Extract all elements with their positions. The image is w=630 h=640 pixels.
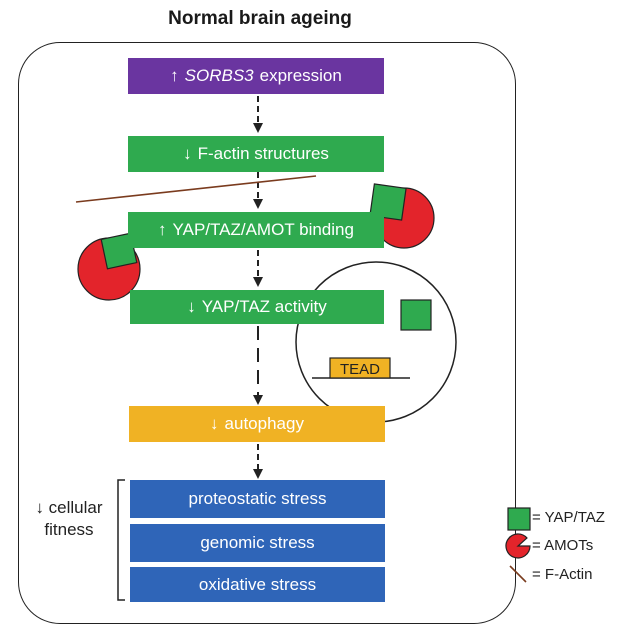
cellular-fitness-bracket: [117, 479, 125, 601]
cellular-fitness-line1: ↓ cellular: [35, 498, 103, 517]
nucleus-circle: [295, 261, 457, 423]
genomic-stress-box: genomic stress: [130, 524, 385, 562]
autophagy-box: ↓ autophagy: [129, 406, 385, 442]
factin-structures-box: ↓ F-actin structures: [128, 136, 384, 172]
legend-yaptaz-label: = YAP/TAZ: [532, 509, 605, 526]
down-arrow-icon: ↓: [183, 144, 192, 163]
legend-factin-label: = F-Actin: [532, 566, 593, 583]
sorbs3-expression-text: expression: [259, 66, 342, 85]
factin-structures-text: F-actin structures: [197, 144, 329, 163]
legend-factin-icon: [509, 565, 527, 583]
cellular-fitness-label: ↓ cellular fitness: [24, 497, 114, 541]
factin-filament: [75, 175, 317, 203]
up-arrow-icon: ↑: [158, 220, 167, 239]
cellular-fitness-line2: fitness: [44, 520, 94, 539]
down-arrow-icon: ↓: [187, 297, 196, 316]
up-arrow-icon: ↑: [170, 66, 179, 85]
activity-text: YAP/TAZ activity: [201, 297, 327, 316]
oxidative-stress-box: oxidative stress: [130, 567, 385, 602]
down-arrow-icon: ↓: [210, 414, 219, 433]
yap-taz-activity-box: ↓ YAP/TAZ activity: [130, 290, 384, 324]
yaptaz-right-square: [369, 183, 407, 221]
autophagy-text: autophagy: [224, 414, 304, 433]
sorbs3-gene-name: SORBS3: [184, 66, 254, 85]
legend-amots-label: = AMOTs: [532, 537, 594, 554]
sorbs3-expression-box: ↑ SORBS3 expression: [128, 58, 384, 94]
binding-text: YAP/TAZ/AMOT binding: [172, 220, 354, 239]
proteostatic-stress-box: proteostatic stress: [130, 480, 385, 518]
yaptaz-nuclear-square: [400, 299, 432, 331]
legend-amot-icon: [505, 533, 531, 559]
brain-ageing-panel: [18, 42, 516, 624]
legend-yaptaz-icon: [507, 507, 531, 531]
tead-box: [329, 357, 391, 379]
tead-label: TEAD: [340, 361, 380, 378]
yap-taz-amot-binding-box: ↑ YAP/TAZ/AMOT binding: [128, 212, 384, 248]
diagram-title: Normal brain ageing: [168, 8, 352, 29]
